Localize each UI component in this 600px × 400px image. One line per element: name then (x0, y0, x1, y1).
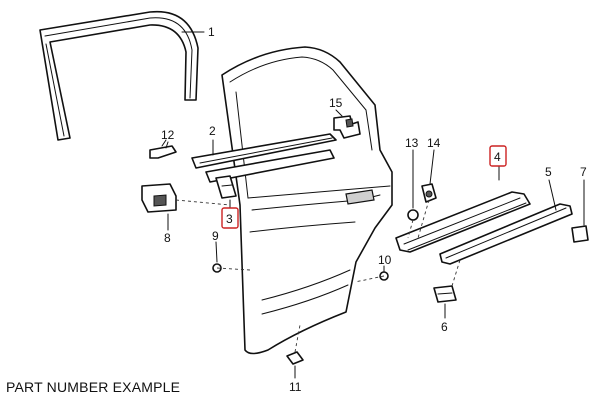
callout-10: 10 (378, 253, 392, 267)
callout-14: 14 (427, 136, 441, 150)
highlight-box-3 (221, 207, 239, 229)
footer-caption: PART NUMBER EXAMPLE (6, 379, 181, 395)
callout-4: 4 (494, 150, 501, 164)
callout-7: 7 (580, 165, 587, 179)
callout-6: 6 (441, 320, 448, 334)
window-seal-part (39, 10, 199, 141)
callout-1: 1 (208, 25, 215, 39)
fastener-part-14 (421, 183, 437, 203)
callout-5: 5 (545, 165, 552, 179)
leader-lines (165, 31, 585, 379)
assembly-lines (175, 199, 461, 353)
trim-strip-part-3 (215, 175, 237, 199)
callout-3: 3 (226, 212, 233, 226)
fastener-part-11 (286, 351, 304, 365)
callout-labels: 1 2 3 4 5 6 7 8 9 10 11 12 13 14 15 (161, 25, 587, 394)
callout-15: 15 (329, 96, 343, 110)
fastener-part-13 (407, 149, 419, 221)
holder-part-8 (141, 183, 177, 213)
callout-8: 8 (164, 231, 171, 245)
rear-door-shell (221, 46, 393, 355)
lower-trim-part-5 (439, 203, 573, 265)
callout-9: 9 (212, 229, 219, 243)
bracket-part-15 (333, 115, 361, 139)
callout-2: 2 (209, 124, 216, 138)
highlight-box-4 (489, 145, 507, 167)
clip-part-12 (149, 139, 177, 159)
trim-strip-part-2 (191, 133, 337, 183)
sill-trim-part-4 (395, 191, 531, 253)
callout-13: 13 (405, 136, 419, 150)
end-cap-part-7 (571, 225, 589, 243)
clip-part-6 (433, 285, 457, 303)
callout-11: 11 (289, 380, 302, 394)
callout-12: 12 (161, 128, 175, 142)
